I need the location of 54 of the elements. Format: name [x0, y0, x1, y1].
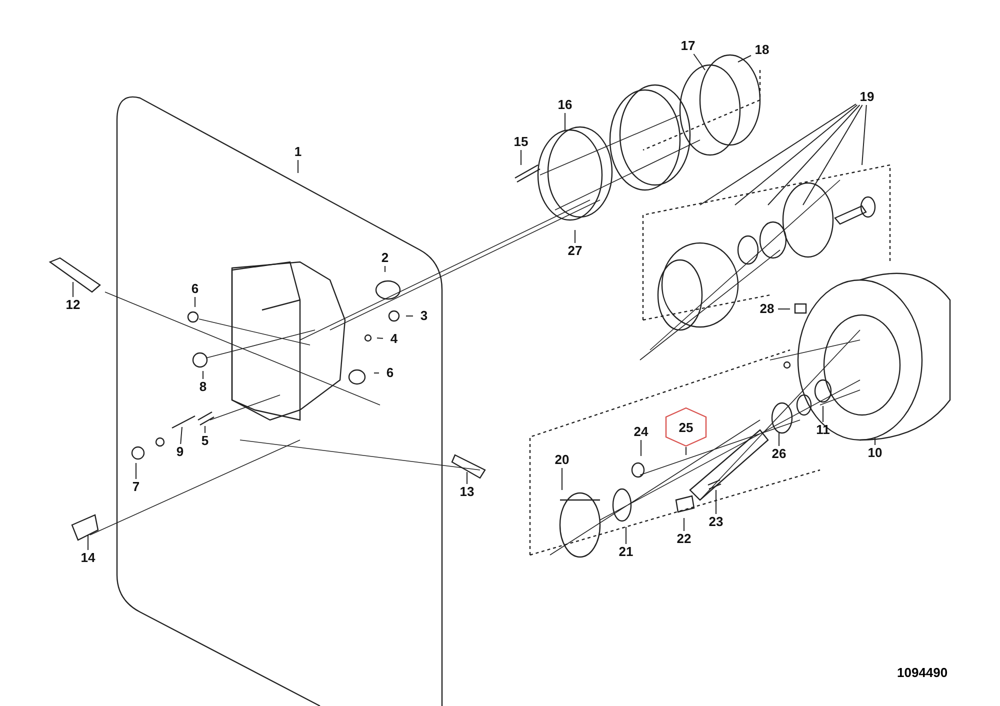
callout-number: 22 — [673, 531, 695, 547]
callout-number: 6 — [379, 365, 401, 381]
callout-number: 9 — [169, 444, 191, 460]
leader-line — [466, 472, 468, 484]
callout-number: 20 — [551, 452, 573, 468]
callout-number: 4 — [383, 331, 405, 347]
leader-line — [204, 426, 206, 434]
callout-number: 16 — [554, 97, 576, 113]
leader-line — [734, 104, 858, 206]
callout-number: 10 — [864, 445, 886, 461]
callout-number: 6 — [184, 281, 206, 297]
leader-line — [693, 54, 706, 70]
leader-line — [202, 370, 204, 380]
callout-number: 2 — [374, 250, 396, 266]
leader-line — [822, 406, 824, 422]
callout-number: 12 — [62, 297, 84, 313]
callout-number: 23 — [705, 514, 727, 530]
callout-number: 1 — [287, 144, 309, 160]
callout-number: 15 — [510, 134, 532, 150]
callout-number: 8 — [192, 379, 214, 395]
callout-number: 21 — [615, 544, 637, 560]
leader-line — [700, 104, 856, 206]
callout-number: 11 — [812, 422, 834, 438]
leader-line — [194, 296, 196, 308]
leader-line — [180, 426, 182, 444]
callout-number: 18 — [751, 42, 773, 58]
highlighted-callout: 25 — [665, 407, 707, 447]
leader-line — [374, 372, 380, 374]
leader-line — [768, 104, 860, 206]
callout-number: 28 — [756, 301, 778, 317]
callout-number: 5 — [194, 433, 216, 449]
leader-line — [778, 432, 780, 446]
callout-number: 26 — [768, 446, 790, 462]
callout-number: 27 — [564, 243, 586, 259]
leader-line — [738, 55, 752, 62]
callout-number: 7 — [125, 479, 147, 495]
callout-number: 3 — [413, 308, 435, 324]
leader-line — [574, 230, 576, 244]
callout-number: 17 — [677, 38, 699, 54]
part-number: 1094490 — [897, 665, 948, 680]
callout-number: 19 — [856, 89, 878, 105]
callout-number: 13 — [456, 484, 478, 500]
leader-line — [778, 308, 790, 310]
leader-line — [874, 436, 876, 446]
leader-line — [564, 112, 566, 130]
callout-number: 14 — [77, 550, 99, 566]
leader-line — [862, 104, 867, 166]
leader-line — [802, 104, 863, 206]
leader-line — [376, 338, 384, 339]
callout-number: 24 — [630, 424, 652, 440]
leader-line — [72, 282, 74, 298]
leader-line — [384, 266, 386, 272]
leader-line — [640, 440, 642, 456]
leader-line — [520, 150, 522, 166]
